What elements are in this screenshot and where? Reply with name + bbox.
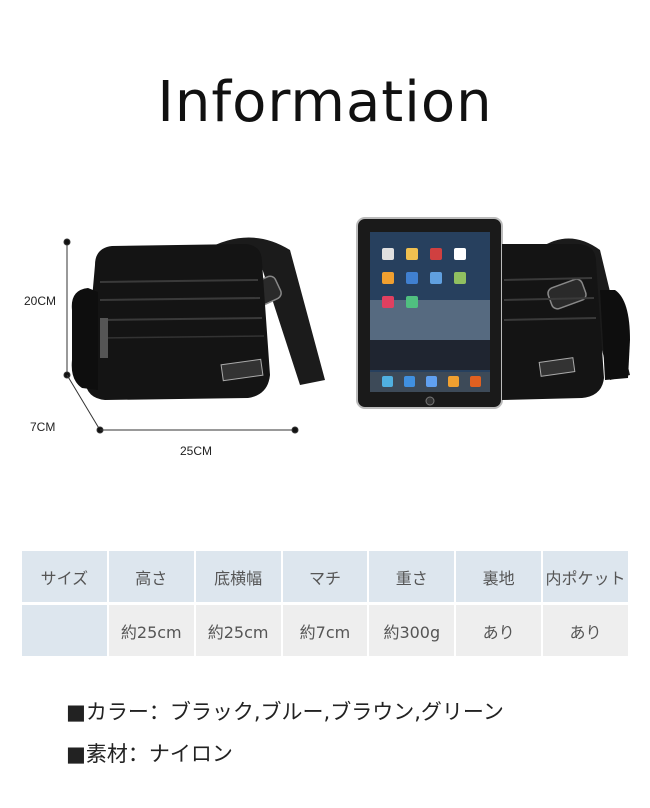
spec-header-cell: 底横幅 bbox=[195, 551, 281, 602]
spec-value-cell bbox=[22, 605, 107, 656]
spec-header-row: サイズ 高さ 底横幅 マチ 重さ 裏地 内ポケット bbox=[22, 551, 628, 602]
spec-header-cell: 内ポケット bbox=[543, 551, 628, 602]
bag-image-right bbox=[502, 238, 630, 400]
spec-table: サイズ 高さ 底横幅 マチ 重さ 裏地 内ポケット 約25cm 約25cm 約7… bbox=[20, 548, 630, 659]
dimension-lines bbox=[63, 238, 299, 434]
spec-value-cell: 約300g bbox=[369, 605, 455, 656]
width-label: 25CM bbox=[180, 444, 213, 458]
spec-value-cell: 約25cm bbox=[195, 605, 281, 656]
spec-header-cell: 裏地 bbox=[456, 551, 542, 602]
spec-value-row: 約25cm 約25cm 約7cm 約300g あり あり bbox=[22, 605, 628, 656]
spec-value-cell: 約25cm bbox=[108, 605, 194, 656]
material-note: ■素材：ナイロン bbox=[66, 742, 233, 766]
spec-value-cell: 約7cm bbox=[282, 605, 368, 656]
page-title: Information bbox=[157, 70, 493, 135]
spec-header-cell: 高さ bbox=[108, 551, 194, 602]
color-options-note: ■カラー：ブラック,ブルー,ブラウン,グリーン bbox=[66, 700, 504, 724]
height-label: 20CM bbox=[24, 294, 57, 308]
spec-header-cell: マチ bbox=[282, 551, 368, 602]
spec-header-cell: サイズ bbox=[22, 551, 107, 602]
spec-header-cell: 重さ bbox=[369, 551, 455, 602]
product-illustration bbox=[63, 217, 630, 434]
spec-value-cell: あり bbox=[543, 605, 628, 656]
spec-value-cell: あり bbox=[456, 605, 542, 656]
bag-image-left bbox=[71, 237, 325, 400]
tablet-image bbox=[356, 217, 503, 409]
depth-label: 7CM bbox=[30, 420, 56, 434]
